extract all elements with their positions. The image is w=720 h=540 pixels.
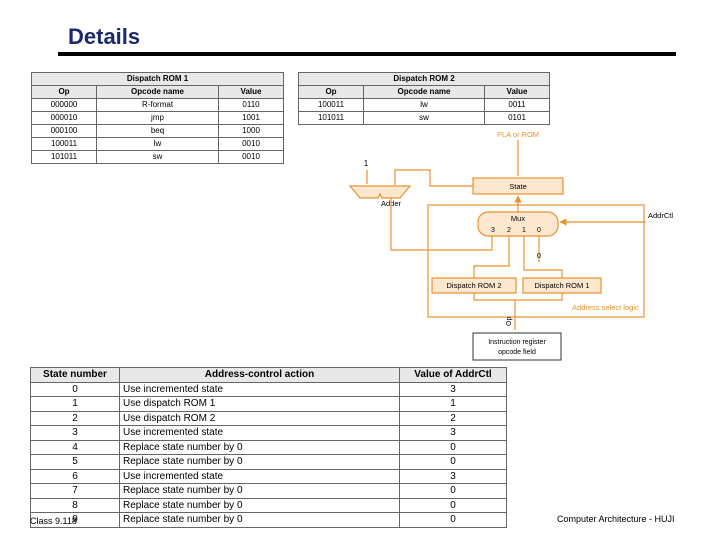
- addrctl-cell: 2: [399, 410, 507, 426]
- mux-input-0: 0: [537, 227, 541, 234]
- addrctl-cell: 3: [399, 381, 507, 397]
- state-to-adder-line: [394, 169, 473, 187]
- rom1-caption: Dispatch ROM 1: [31, 72, 284, 86]
- addrctl-cell: 0: [399, 512, 507, 528]
- op-to-rom1-line: [515, 293, 563, 301]
- header-state-number: State number: [30, 367, 120, 383]
- state-cell: 0: [30, 381, 120, 397]
- rom1-header-op: Op: [31, 85, 97, 99]
- ir-label-line1: Instruction register: [488, 339, 546, 346]
- footer-class: Class 9.1: [30, 516, 67, 526]
- page-number: 18: [66, 516, 77, 526]
- addrctl-cell: 0: [399, 497, 507, 513]
- dispatch-rom-2-label: Dispatch ROM 2: [446, 281, 501, 290]
- state-cell: 6: [30, 468, 120, 484]
- rom2-header-opcode: Opcode name: [363, 85, 485, 99]
- op-label: Op: [506, 317, 513, 326]
- action-cell: Replace state number by 0: [119, 512, 400, 528]
- header-action: Address-control action: [119, 367, 400, 383]
- action-cell: Use incremented state: [119, 381, 400, 397]
- state-cell: 1: [30, 396, 120, 412]
- action-cell: Use incremented state: [119, 425, 400, 441]
- constant-one-label: 1: [364, 159, 369, 168]
- header-addrctl: Value of AddrCtl: [399, 367, 507, 383]
- page-title: Details: [68, 24, 141, 49]
- mux-input-3: 3: [491, 227, 495, 234]
- state-cell: 9: [30, 512, 120, 528]
- state-cell: 3: [30, 425, 120, 441]
- address-select-region: [427, 204, 645, 318]
- dispatch-rom-2-table: Dispatch ROM 2 Op Opcode name Value 1000…: [298, 72, 550, 125]
- op-to-rom2-line: [473, 293, 516, 330]
- addrctl-label: AddrCtl: [648, 211, 673, 220]
- adder-shape: [348, 185, 412, 199]
- action-cell: Use dispatch ROM 1: [119, 396, 400, 412]
- rom1-cell: 0010: [218, 137, 284, 151]
- rom1-header-value: Value: [218, 85, 284, 99]
- action-cell: Replace state number by 0: [119, 454, 400, 470]
- title-divider: [58, 52, 676, 56]
- mux-label: Mux: [511, 214, 525, 223]
- dispatch-rom-1-label: Dispatch ROM 1: [534, 281, 589, 290]
- addrctl-cell: 3: [399, 425, 507, 441]
- action-cell: Use dispatch ROM 2: [119, 410, 400, 426]
- footer-class-label: Class 9.118: [30, 516, 77, 526]
- state-cell: 4: [30, 439, 120, 455]
- state-cell: 8: [30, 497, 120, 513]
- state-cell: 7: [30, 483, 120, 499]
- rom1-header-opcode: Opcode name: [96, 85, 219, 99]
- footer-course: Computer Architecture - HUJI: [557, 514, 675, 524]
- rom2-cell: 0101: [484, 111, 550, 125]
- rom2-cell: 101011: [298, 111, 364, 125]
- pla-label: PLA or ROM: [497, 130, 539, 139]
- rom1-cell: 0010: [218, 150, 284, 164]
- address-control-table: State number Address-control action Valu…: [30, 367, 507, 528]
- addrctl-cell: 1: [399, 396, 507, 412]
- action-cell: Replace state number by 0: [119, 439, 400, 455]
- action-cell: Replace state number by 0: [119, 483, 400, 499]
- addrctl-cell: 0: [399, 483, 507, 499]
- mux-input-1: 1: [522, 227, 526, 234]
- state-label: State: [509, 182, 527, 191]
- addrctl-cell: 3: [399, 468, 507, 484]
- rom2-caption: Dispatch ROM 2: [298, 72, 550, 86]
- action-cell: Use incremented state: [119, 468, 400, 484]
- state-cell: 5: [30, 454, 120, 470]
- adder-to-mux-line: [390, 198, 493, 251]
- ir-label-line2: opcode field: [498, 349, 536, 356]
- rom2-header-op: Op: [298, 85, 364, 99]
- action-cell: Replace state number by 0: [119, 497, 400, 513]
- state-cell: 2: [30, 410, 120, 426]
- addrctl-cell: 0: [399, 439, 507, 455]
- mux-input-2: 2: [507, 227, 511, 234]
- instruction-register-box: [472, 332, 562, 361]
- rom2-to-mux-line: [473, 236, 510, 278]
- rom1-to-mux-line: [523, 236, 563, 278]
- addrctl-cell: 0: [399, 454, 507, 470]
- zero-label: 0: [537, 253, 541, 260]
- dispatch-rom-1-table: Dispatch ROM 1 Op Opcode name Value 0000…: [31, 72, 284, 164]
- address-select-logic-label: Address select logic: [572, 303, 639, 312]
